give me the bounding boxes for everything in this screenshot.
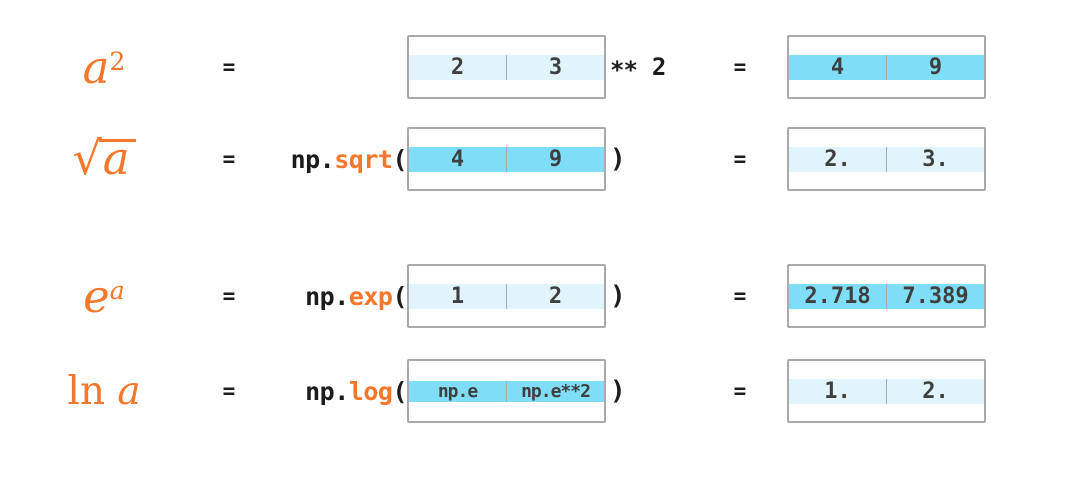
np-prefix: np.	[305, 376, 349, 406]
math-superscript: 2	[109, 46, 126, 76]
equals-sign: =	[733, 55, 747, 79]
result-array: 4 9	[787, 35, 986, 99]
double-star-operator: **	[610, 56, 638, 85]
code-call-log: np.log(	[140, 359, 407, 423]
close-paren-box: )	[610, 359, 760, 423]
open-paren: (	[392, 281, 407, 311]
array-cell: 2.718	[789, 283, 886, 309]
array-cell: 9	[506, 146, 604, 172]
array-cell: 2.	[886, 378, 984, 404]
np-prefix: np.	[290, 144, 335, 174]
array-cell: 2.	[789, 146, 886, 172]
array-cell: 4	[409, 146, 506, 172]
array-cell: np.e	[409, 380, 506, 402]
equals-sign: =	[733, 284, 747, 308]
row-log: ln a = np.log( np.e np.e**2 ) = 1. 2.	[0, 359, 1080, 423]
math-operator-ln: ln	[67, 368, 105, 414]
input-array: 2 3	[407, 35, 606, 99]
input-array: np.e np.e**2	[407, 359, 606, 423]
row-sqrt: √a = np.sqrt( 4 9 ) = 2. 3.	[0, 127, 1080, 191]
math-base: a	[117, 368, 141, 414]
math-base: a	[98, 136, 136, 181]
array-cell: 3	[506, 54, 604, 80]
radical-sign: √	[72, 131, 102, 186]
equals-sign: =	[733, 147, 747, 171]
math-symbol-sqrt-a: √a	[38, 127, 170, 191]
input-array: 1 2	[407, 264, 606, 328]
function-name: log	[348, 376, 393, 406]
array-cell: 2	[409, 54, 506, 80]
close-paren-box: )	[610, 127, 760, 191]
math-superscript: a	[109, 275, 125, 305]
close-paren: )	[610, 281, 626, 311]
result-array: 2.718 7.389	[787, 264, 986, 328]
array-cell: 2	[506, 283, 604, 309]
open-paren: (	[392, 376, 407, 406]
row-exp: ea = np.exp( 1 2 ) = 2.718 7.389	[0, 264, 1080, 328]
math-symbol-a-squared: a2	[38, 35, 170, 99]
close-paren: )	[610, 144, 626, 174]
function-name: sqrt	[334, 144, 393, 174]
code-call-exp: np.exp(	[140, 264, 407, 328]
array-cell: np.e**2	[506, 380, 604, 402]
array-cell: 1	[409, 283, 506, 309]
function-name: exp	[348, 281, 393, 311]
math-symbol-ln-a: ln a	[38, 359, 170, 423]
equals-sign: =	[222, 55, 236, 79]
array-cell: 1.	[789, 378, 886, 404]
array-cell: 4	[789, 54, 886, 80]
array-cell: 9	[886, 54, 984, 80]
array-cell: 7.389	[886, 283, 984, 309]
input-array: 4 9	[407, 127, 606, 191]
equals-sign: =	[222, 379, 236, 403]
equals-sign: =	[733, 379, 747, 403]
power-operator: ** 2	[610, 35, 760, 99]
result-array: 2. 3.	[787, 127, 986, 191]
close-paren-box: )	[610, 264, 760, 328]
close-paren: )	[610, 376, 626, 406]
result-array: 1. 2.	[787, 359, 986, 423]
code-call-sqrt: np.sqrt(	[140, 127, 408, 191]
equals-sign: =	[222, 284, 236, 308]
math-base: e	[83, 269, 110, 323]
equals-sign: =	[222, 147, 236, 171]
open-paren: (	[392, 144, 407, 174]
math-base: a	[82, 40, 110, 94]
exponent-value: 2	[651, 53, 667, 81]
row-square: a2 = 2 3 **2 = 4 9	[0, 35, 1080, 99]
array-cell: 3.	[886, 146, 984, 172]
np-prefix: np.	[305, 281, 349, 311]
math-symbol-e-to-a: ea	[38, 264, 170, 328]
